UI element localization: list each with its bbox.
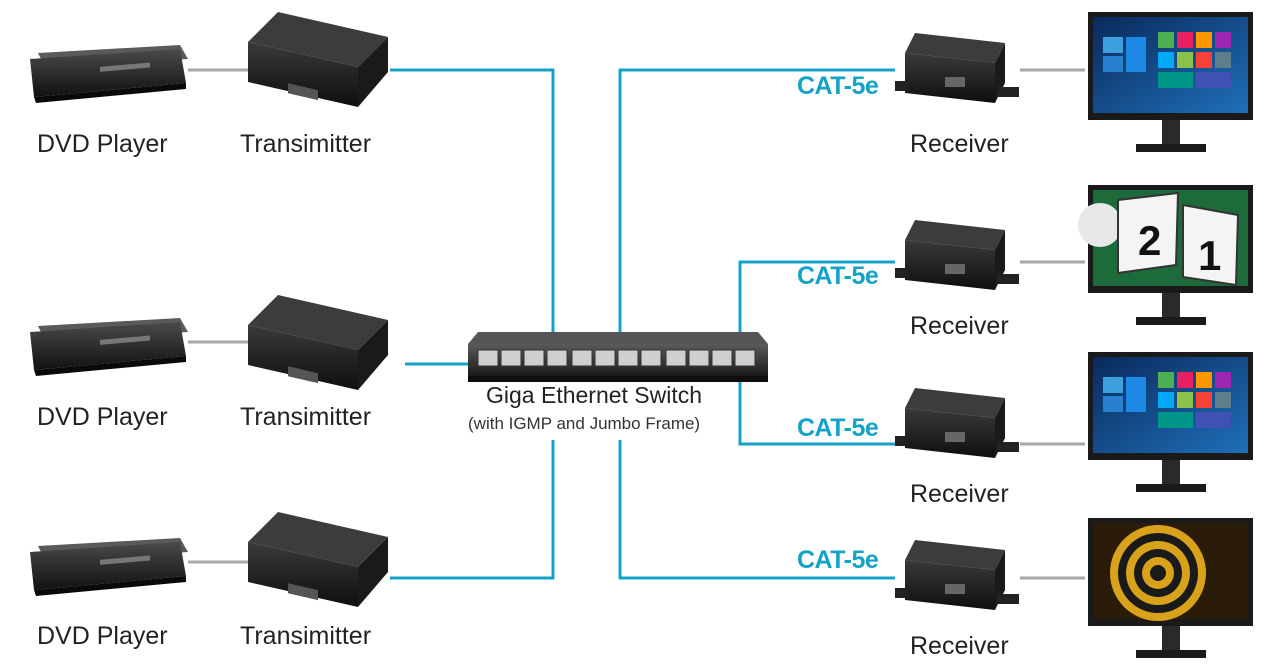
dvd-player-3 (30, 538, 188, 596)
label-receiver-1: Receiver (910, 130, 1009, 158)
cable-label-4: CAT-5e (797, 546, 879, 574)
link-switch-rx1 (618, 68, 895, 332)
switch-ports (477, 349, 756, 367)
monitor-1 (1088, 12, 1253, 152)
monitor-3-tiles (1103, 372, 1231, 428)
monitor-2: 2 1 (1078, 185, 1253, 325)
switch-subtitle: (with IGMP and Jumbo Frame) (468, 414, 701, 433)
label-receiver-3: Receiver (910, 480, 1009, 508)
label-receiver-2: Receiver (910, 312, 1009, 340)
label-transmitter-1: Transimitter (240, 130, 372, 158)
monitor-3 (1088, 352, 1253, 492)
label-dvd-player-3: DVD Player (37, 622, 168, 650)
label-transmitter-3: Transimitter (240, 622, 372, 650)
receiver-4 (895, 540, 1019, 610)
link-tx1-switch (390, 68, 555, 332)
receiver-3 (895, 388, 1019, 458)
link-switch-rx2 (738, 260, 895, 332)
switch-title: Giga Ethernet Switch (486, 382, 703, 408)
receiver-1 (895, 33, 1019, 103)
label-dvd-player-2: DVD Player (37, 403, 168, 431)
cable-label-2: CAT-5e (797, 262, 879, 290)
label-receiver-4: Receiver (910, 632, 1009, 660)
transmitter-1 (248, 12, 388, 107)
link-tx3-switch (390, 440, 555, 580)
label-transmitter-2: Transimitter (240, 403, 372, 431)
receiver-2 (895, 220, 1019, 290)
monitor-4-target (1110, 525, 1206, 621)
label-dvd-player-1: DVD Player (37, 130, 168, 158)
ethernet-switch (468, 332, 768, 382)
monitor-4 (1088, 518, 1253, 658)
link-lines (188, 68, 1085, 580)
dvd-player-1 (30, 45, 188, 103)
transmitter-2 (248, 295, 388, 390)
monitor-1-tiles (1103, 32, 1231, 88)
monitor-2-score-left: 2 (1138, 217, 1161, 264)
cable-label-3: CAT-5e (797, 414, 879, 442)
link-switch-rx4 (618, 440, 895, 580)
transmitter-3 (248, 512, 388, 607)
cable-label-1: CAT-5e (797, 72, 879, 100)
link-switch-rx3 (738, 380, 895, 446)
monitor-2-score-right: 1 (1198, 232, 1221, 279)
dvd-player-2 (30, 318, 188, 376)
